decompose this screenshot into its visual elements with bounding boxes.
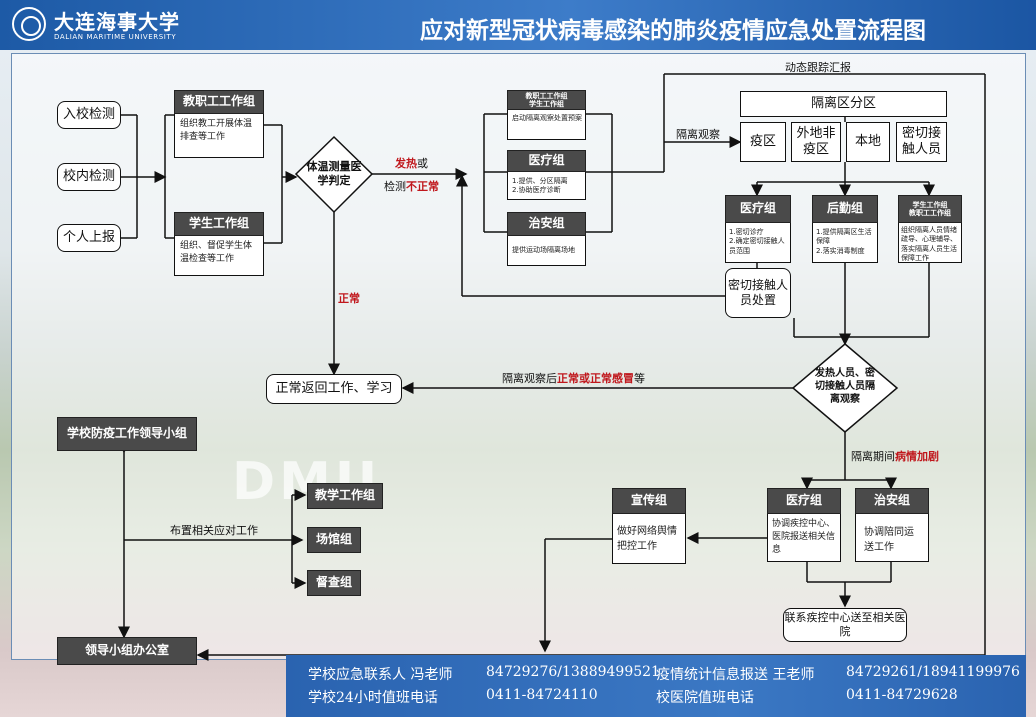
medical2-desc: 协调疾控中心、医院报送相关信息 [772,519,836,556]
temperature-judge-diamond [294,135,374,214]
normal-label: 正常 [338,292,360,305]
hospital-phone-label: 校医院值班电话 [656,690,754,706]
self-report-box: 个人上报 [57,224,121,252]
deploy-label: 布置相关应对工作 [170,524,258,537]
university-name-en: DALIAN MARITIME UNIVERSITY [54,33,177,41]
right-logistics-title: 后勤组 [812,195,878,223]
isolation-zone-title: 隔离区分区 [740,91,947,117]
student-group-title: 学生工作组 [174,212,264,236]
right-medical-desc: 1.密切诊疗 2.确定密切接触人员范围 [729,228,785,255]
student-group-desc: 组织、督促学生体温检查等工作 [180,241,253,265]
campus-check-box: 校内检测 [57,163,121,191]
fever-label: 发热或 [395,157,428,170]
isolation-observe-diamond [791,343,899,433]
university-name: 大连海事大学 [54,10,180,34]
contact-person: 学校应急联系人 冯老师 [308,667,453,683]
supervision-group-box: 督查组 [307,570,361,596]
publicity-title: 宣传组 [612,488,686,514]
right-medical-title: 医疗组 [725,195,791,223]
duty-phone-label: 学校24小时值班电话 [308,690,438,706]
right-student-title: 学生工作组 教职工工作组 [898,195,962,223]
cdc-hospital-box: 联系疾控中心送至相关医院 [783,608,907,642]
close-contact-handling-box: 密切接触人员处置 [725,268,791,318]
medical2-title: 医疗组 [767,488,841,514]
mid-group3-desc: 提供运动场隔离场地 [512,246,575,254]
contact-footer: 学校应急联系人 冯老师 84729276/13889499521 疫情统计信息报… [286,655,1026,717]
security2-title: 治安组 [855,488,929,514]
staff-group-title: 教职工工作组 [174,90,264,114]
teaching-group-box: 教学工作组 [307,483,383,509]
return-to-work-box: 正常返回工作、学习 [266,374,402,404]
leader-group-box: 学校防疫工作领导小组 [57,417,197,451]
temperature-judge-label: 体温测量医学判定 [306,160,362,188]
hospital-phone: 0411-84729628 [846,687,958,703]
duty-phone: 0411-84724110 [486,687,598,703]
mid-group2-title: 医疗组 [507,150,586,172]
abnormal-label: 检测不正常 [384,180,439,193]
zone-local: 本地 [846,122,890,162]
isolation-observe-label: 隔离观察 [676,128,720,141]
mid-group3-title: 治安组 [507,212,586,236]
tracking-label: 动态跟踪汇报 [785,61,851,74]
right-student-desc: 组织隔离人员情绪疏导、心理辅导、落实隔离人员生活保障工作 [901,226,957,263]
publicity-desc: 做好网络舆情把控工作 [617,526,677,552]
after-observe-label: 隔离观察后正常或正常感冒等 [502,372,645,385]
contact-phone: 84729276/13889499521 [486,664,660,680]
stats-contact: 疫情统计信息报送 王老师 [656,667,815,683]
header-bar: 大连海事大学 DALIAN MARITIME UNIVERSITY 应对新型冠状… [0,0,1036,50]
staff-group-desc: 组织教工开展体温排查等工作 [180,119,253,143]
right-logistics-desc: 1.提供隔离区生活保障 2.落实消毒制度 [816,228,872,255]
zone-close-contact: 密切接触人员 [896,122,947,162]
page-title: 应对新型冠状病毒感染的肺炎疫情应急处置流程图 [420,18,926,44]
security2-desc: 协调陪同运送工作 [864,527,914,553]
entry-check-box: 入校检测 [57,101,121,129]
zone-epidemic: 疫区 [740,122,786,162]
mid-group1-desc: 启动隔离观察处置预案 [512,114,582,122]
university-logo [12,7,46,41]
isolation-observe-diamond-label: 发热人员、密切接触人员隔离观察 [815,368,875,405]
stats-phone: 84729261/18941199976 [846,664,1020,680]
venue-group-box: 场馆组 [307,527,361,553]
leader-office-box: 领导小组办公室 [57,637,197,665]
zone-other-region: 外地非疫区 [791,122,841,162]
worsening-label: 隔离期间病情加剧 [851,450,939,463]
mid-group2-desc: 1.提供、分区隔离 2.协助医疗诊断 [512,177,568,195]
mid-group1-title: 教职工工作组 学生工作组 [507,90,586,110]
